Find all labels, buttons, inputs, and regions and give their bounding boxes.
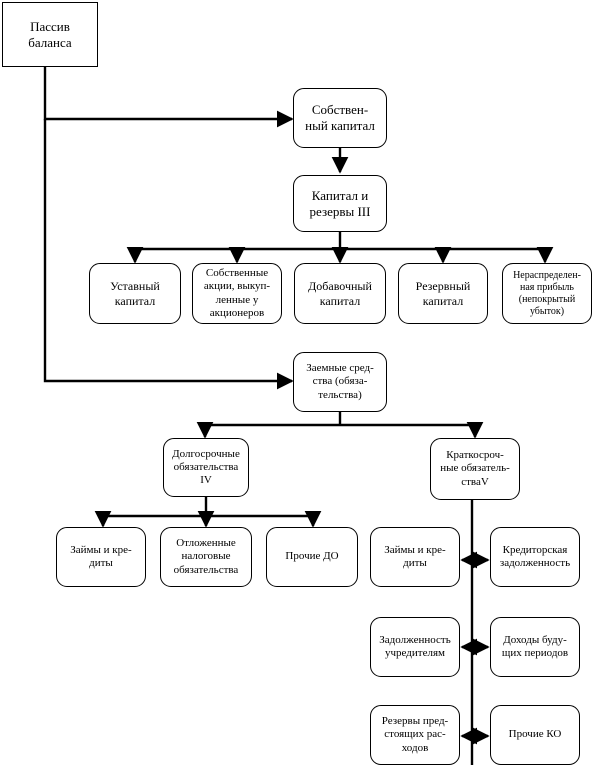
node-st-zaymy-i-kredity: Займы и кре- диты	[370, 527, 460, 587]
node-prochie-do: Прочие ДО	[266, 527, 358, 587]
node-rezervny-kapital: Резервный капитал	[398, 263, 488, 324]
node-zadolzhennost-uchreditelyam: Задолженность учредителям	[370, 617, 460, 677]
line-root-to-equity	[43, 67, 294, 128]
node-sobstvennye-akcii: Собственные акции, выкуп- ленные у акцио…	[192, 263, 282, 324]
node-kratkosrochnye-obyazatelstva: Краткосроч- ные обязатель- стваV	[430, 438, 520, 500]
node-dolgosrochnye-obyazatelstva: Долгосрочные обязательства IV	[163, 438, 249, 497]
node-kreditorskaya-zadolzhennost: Кредиторская задолженность	[490, 527, 580, 587]
node-dohody-budushchih-periodov: Доходы буду- щих периодов	[490, 617, 580, 677]
node-zaemnye-sredstva: Заемные сред- ства (обяза- тельства)	[293, 352, 387, 412]
node-sobstvenny-kapital: Собствен- ный капитал	[293, 88, 387, 148]
node-prochie-ko: Прочие КО	[490, 705, 580, 765]
line-longterm-bus	[103, 497, 313, 518]
line-root-to-borrowed	[43, 119, 294, 390]
line-capital-bus	[135, 232, 545, 251]
node-kapital-i-rezervy: Капитал и резервы III	[293, 175, 387, 232]
node-otlozhennye-nalogovye: Отложенные налоговые обязательства	[160, 527, 252, 587]
node-neraspredelennaya-pribyl: Нераспределен- ная прибыль (непокрытый у…	[502, 263, 592, 324]
node-ustavny-kapital: Уставный капитал	[89, 263, 181, 324]
line-borrowed-bus	[205, 412, 475, 427]
node-dobavochny-kapital: Добавочный капитал	[294, 263, 386, 324]
node-passiv-balansa: Пассив баланса	[2, 2, 98, 67]
node-lt-zaymy-i-kredity: Займы и кре- диты	[56, 527, 146, 587]
node-rezervy-predstoyashchih-rashodov: Резервы пред- стоящих рас- ходов	[370, 705, 460, 765]
